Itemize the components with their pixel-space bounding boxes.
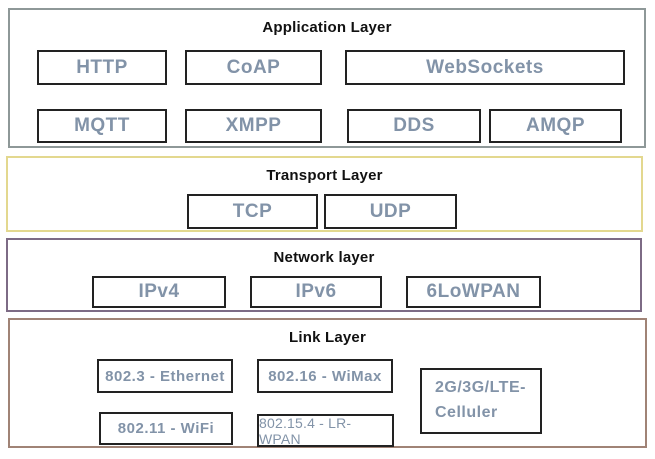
link-layer-title: Link Layer: [288, 329, 367, 346]
protocol-box-6lowpan: 6LoWPAN: [406, 276, 541, 308]
protocol-box-coap: CoAP: [185, 50, 322, 85]
protocol-box-websockets: WebSockets: [345, 50, 625, 85]
cellular-label-line2: Celluler: [435, 404, 498, 421]
protocol-box-ipv4: IPv4: [92, 276, 226, 308]
network-layer-container: Network layer IPv4 IPv6 6LoWPAN: [6, 238, 642, 312]
cellular-label: 2G/3G/LTE- Celluler: [435, 376, 526, 426]
protocol-box-xmpp: XMPP: [185, 109, 322, 143]
protocol-box-mqtt: MQTT: [37, 109, 167, 143]
transport-layer-title: Transport Layer: [266, 167, 383, 184]
protocol-box-wimax: 802.16 - WiMax: [257, 359, 393, 393]
protocol-box-wifi: 802.11 - WiFi: [99, 412, 233, 445]
transport-layer-container: Transport Layer TCP UDP: [6, 156, 643, 232]
protocol-box-udp: UDP: [324, 194, 457, 229]
application-layer-container: Application Layer HTTP CoAP WebSockets M…: [8, 8, 646, 148]
protocol-box-amqp: AMQP: [489, 109, 622, 143]
protocol-box-tcp: TCP: [187, 194, 318, 229]
link-layer-container: Link Layer 802.3 - Ethernet 802.16 - WiM…: [8, 318, 647, 448]
protocol-box-http: HTTP: [37, 50, 167, 85]
protocol-box-dds: DDS: [347, 109, 481, 143]
protocol-box-cellular: 2G/3G/LTE- Celluler: [420, 368, 542, 434]
application-layer-title: Application Layer: [262, 19, 392, 36]
protocol-box-ipv6: IPv6: [250, 276, 382, 308]
cellular-label-line1: 2G/3G/LTE-: [435, 379, 526, 397]
protocol-box-lrwpan: 802.15.4 - LR-WPAN: [257, 414, 394, 447]
network-layer-title: Network layer: [273, 249, 375, 266]
protocol-box-ethernet: 802.3 - Ethernet: [97, 359, 233, 393]
